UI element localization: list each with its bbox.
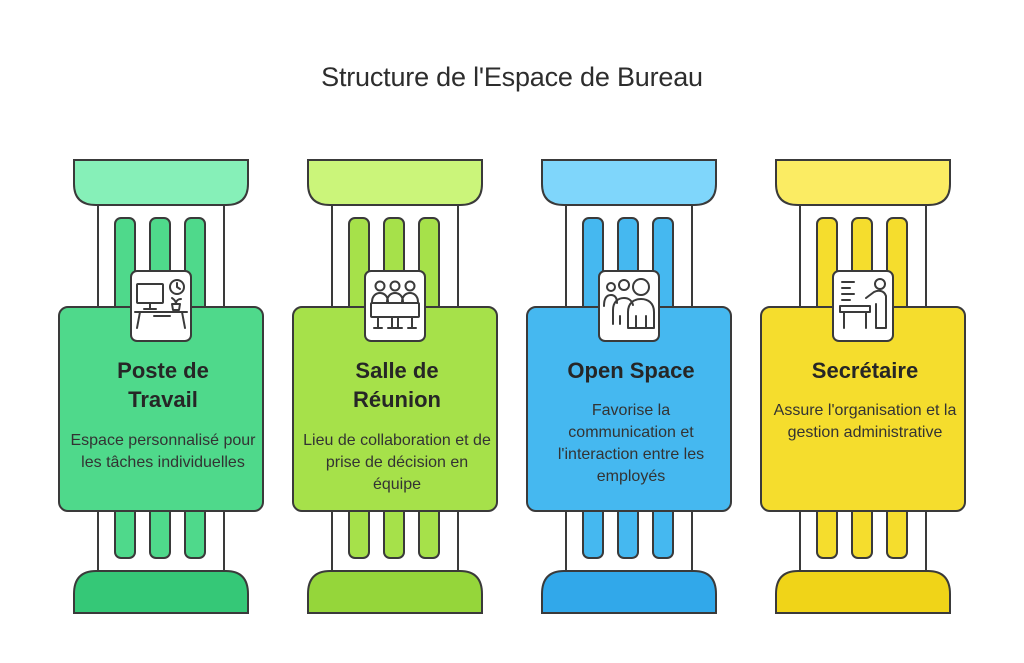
people-group-icon xyxy=(598,270,660,342)
pillar-card: Poste de Travail Espace personnalisé pou… xyxy=(58,306,264,512)
pillar-description: Favorise la communication et l'interacti… xyxy=(557,402,705,485)
pillar-capital xyxy=(775,159,951,206)
pillar-capital xyxy=(307,159,483,206)
meeting-room-icon xyxy=(364,270,426,342)
pillar-title: Salle de Réunion xyxy=(353,358,441,412)
pillar-title: Secrétaire xyxy=(811,358,919,383)
pillar-base xyxy=(73,570,249,614)
pillar-title: Open Space xyxy=(567,358,695,383)
pillar-description: Espace personnalisé pour les tâches indi… xyxy=(70,432,256,471)
pillar-card: Open Space Favorise la communication et … xyxy=(526,306,732,512)
pillar-title: Poste de Travail xyxy=(117,358,209,412)
pillar-base xyxy=(775,570,951,614)
pillar-capital xyxy=(541,159,717,206)
diagram-title: Structure de l'Espace de Bureau xyxy=(321,62,703,92)
pillar-base xyxy=(307,570,483,614)
workstation-icon xyxy=(130,270,192,342)
pillar-description: Assure l'organisation et la gestion admi… xyxy=(773,402,957,441)
pillar-base xyxy=(541,570,717,614)
pillar-capital xyxy=(73,159,249,206)
pillar-description: Lieu de collaboration et de prise de déc… xyxy=(303,432,491,493)
secretary-desk-icon xyxy=(832,270,894,342)
